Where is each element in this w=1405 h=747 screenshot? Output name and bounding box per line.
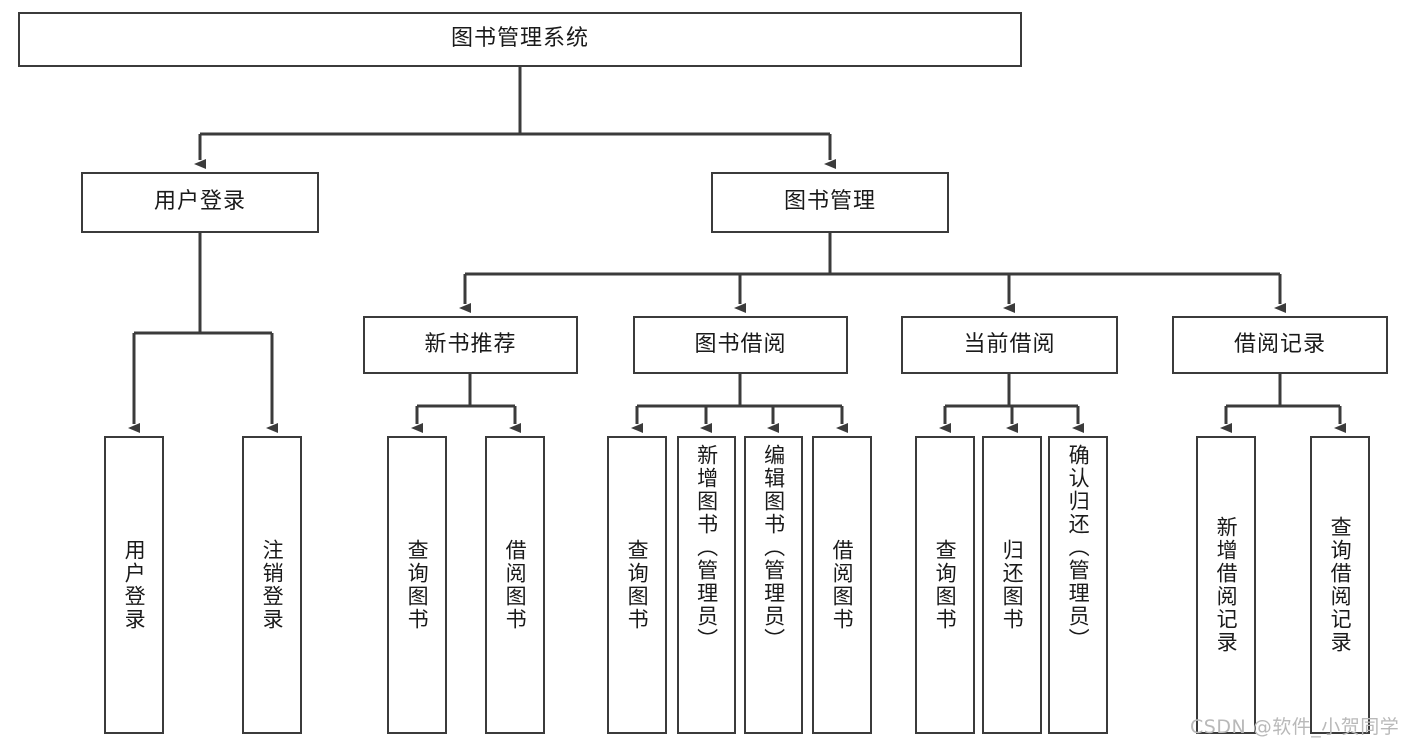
node-label: 编辑图书（管理员） — [761, 444, 786, 651]
node-label: 新增图书（管理员） — [694, 444, 719, 651]
node-label: 图书管理系统 — [450, 26, 589, 52]
node-current-borrow[interactable]: 当前借阅 — [901, 316, 1118, 374]
node-label: 用户登录 — [122, 539, 147, 631]
node-label: 查询图书 — [405, 539, 430, 631]
leaf-add-borrow-record[interactable]: 新增借阅记录 — [1196, 436, 1256, 734]
node-book-borrow[interactable]: 图书借阅 — [633, 316, 848, 374]
leaf-logout[interactable]: 注销登录 — [242, 436, 302, 734]
node-label: 确认归还（管理员） — [1066, 444, 1091, 651]
node-label: 新增借阅记录 — [1214, 516, 1239, 654]
node-label: 查询图书 — [625, 539, 650, 631]
node-label: 借阅记录 — [1233, 331, 1326, 357]
node-book-manage[interactable]: 图书管理 — [711, 172, 949, 233]
node-new-book-recommend[interactable]: 新书推荐 — [363, 316, 578, 374]
node-label: 用户登录 — [153, 189, 246, 215]
node-label: 注销登录 — [260, 539, 285, 631]
leaf-borrow-book[interactable]: 借阅图书 — [812, 436, 872, 734]
leaf-edit-book-admin[interactable]: 编辑图书（管理员） — [744, 436, 803, 734]
node-label: 图书管理 — [783, 189, 876, 215]
node-user-login[interactable]: 用户登录 — [81, 172, 319, 233]
leaf-user-login[interactable]: 用户登录 — [104, 436, 164, 734]
node-label: 图书借阅 — [694, 331, 787, 357]
node-label: 借阅图书 — [503, 539, 528, 631]
node-label: 新书推荐 — [424, 331, 517, 357]
node-label: 查询图书 — [933, 539, 958, 631]
leaf-query-book-current[interactable]: 查询图书 — [915, 436, 975, 734]
node-label: 归还图书 — [1000, 539, 1025, 631]
node-borrow-record[interactable]: 借阅记录 — [1172, 316, 1388, 374]
leaf-query-borrow-record[interactable]: 查询借阅记录 — [1310, 436, 1370, 734]
leaf-query-book[interactable]: 查询图书 — [607, 436, 667, 734]
node-label: 当前借阅 — [963, 331, 1056, 357]
leaf-return-book[interactable]: 归还图书 — [982, 436, 1042, 734]
leaf-borrow-book-from-recommend[interactable]: 借阅图书 — [485, 436, 545, 734]
leaf-confirm-return-admin[interactable]: 确认归还（管理员） — [1048, 436, 1108, 734]
leaf-add-book-admin[interactable]: 新增图书（管理员） — [677, 436, 736, 734]
node-label: 借阅图书 — [830, 539, 855, 631]
leaf-query-book-from-recommend[interactable]: 查询图书 — [387, 436, 447, 734]
node-label: 查询借阅记录 — [1328, 516, 1353, 654]
csdn-watermark: CSDN @软件_小贺同学 — [1190, 716, 1400, 738]
node-root-system[interactable]: 图书管理系统 — [18, 12, 1022, 67]
